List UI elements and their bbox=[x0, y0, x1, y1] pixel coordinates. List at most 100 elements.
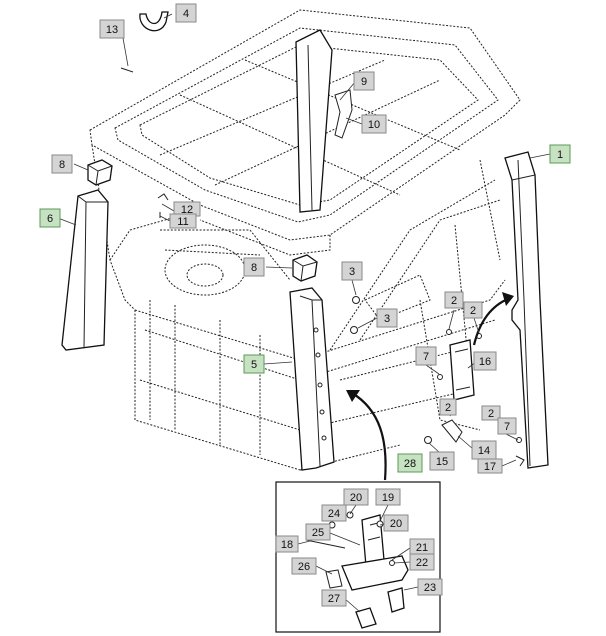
callout-box bbox=[383, 514, 409, 532]
callout-4: 4 bbox=[175, 3, 197, 23]
callout-6: 6 bbox=[39, 208, 61, 228]
callout-box bbox=[51, 154, 73, 174]
callout-label: 27 bbox=[328, 593, 340, 605]
callout-box bbox=[397, 453, 423, 473]
callout-box bbox=[99, 19, 125, 39]
callout-25: 25 bbox=[305, 523, 331, 541]
callout-9: 9 bbox=[353, 71, 375, 91]
callout-2-d: 2 bbox=[481, 405, 501, 421]
callout-label: 2 bbox=[451, 295, 457, 307]
callout-label: 9 bbox=[361, 76, 367, 88]
callout-2-b: 2 bbox=[463, 301, 483, 319]
callout-label: 25 bbox=[312, 527, 324, 539]
callout-label: 22 bbox=[416, 557, 428, 569]
callout-box bbox=[415, 346, 437, 366]
callout-label: 26 bbox=[298, 561, 310, 573]
callout-label: 8 bbox=[251, 262, 257, 274]
callout-label: 7 bbox=[423, 351, 429, 363]
callout-label: 20 bbox=[390, 518, 402, 530]
callout-box bbox=[444, 291, 464, 309]
callout-14: 14 bbox=[471, 440, 497, 460]
callout-box bbox=[305, 523, 331, 541]
callout-label: 17 bbox=[484, 461, 496, 473]
callout-box bbox=[549, 144, 571, 164]
callout-box bbox=[439, 398, 457, 416]
callout-11: 11 bbox=[169, 213, 197, 229]
callout-box bbox=[353, 71, 375, 91]
callout-label: 2 bbox=[445, 402, 451, 414]
callout-20-a: 20 bbox=[343, 488, 369, 506]
cab-lower-body bbox=[91, 144, 506, 471]
callout-label: 19 bbox=[382, 492, 394, 504]
callout-26: 26 bbox=[291, 557, 317, 575]
arrow-to-detail bbox=[346, 390, 387, 481]
detail-inset-box bbox=[275, 481, 441, 633]
callout-2-c: 2 bbox=[439, 398, 457, 416]
callout-22: 22 bbox=[409, 553, 435, 571]
callout-label: 5 bbox=[251, 359, 257, 371]
callout-13: 13 bbox=[99, 19, 125, 39]
callout-16: 16 bbox=[473, 351, 497, 371]
callout-1: 1 bbox=[549, 144, 571, 164]
callout-box bbox=[343, 488, 369, 506]
callout-8-upper: 8 bbox=[51, 154, 73, 174]
callout-label: 18 bbox=[281, 539, 293, 551]
callout-5: 5 bbox=[243, 354, 265, 374]
callout-label: 3 bbox=[349, 266, 355, 278]
leader-lines bbox=[57, 13, 551, 613]
part-5-center-post bbox=[289, 287, 335, 471]
callout-box bbox=[243, 354, 265, 374]
part-6-left-trim bbox=[61, 189, 109, 351]
part-4-clip bbox=[139, 11, 169, 32]
callout-28: 28 bbox=[397, 453, 423, 473]
part-1-right-trim bbox=[504, 151, 549, 469]
callout-7-upper: 7 bbox=[415, 346, 437, 366]
callout-label: 4 bbox=[183, 8, 189, 20]
part-8-cap-upper bbox=[87, 159, 113, 186]
callout-box bbox=[409, 553, 435, 571]
callout-label: 20 bbox=[350, 492, 362, 504]
callout-23: 23 bbox=[417, 578, 443, 596]
callout-box bbox=[361, 114, 387, 134]
callout-21: 21 bbox=[409, 538, 435, 556]
callout-box bbox=[417, 578, 443, 596]
callout-box bbox=[429, 451, 455, 471]
callout-box bbox=[477, 458, 503, 474]
callout-label: 7 bbox=[504, 421, 510, 433]
callout-7-lower: 7 bbox=[497, 417, 517, 435]
callout-box bbox=[321, 504, 347, 522]
callout-label: 11 bbox=[177, 216, 188, 228]
part-16-bracket bbox=[449, 339, 475, 401]
callout-label: 3 bbox=[384, 313, 390, 325]
callout-label: 12 bbox=[181, 204, 193, 216]
callout-label: 8 bbox=[59, 159, 65, 171]
callout-label: 14 bbox=[478, 445, 490, 457]
callout-label: 28 bbox=[404, 458, 416, 470]
callout-label: 16 bbox=[479, 356, 491, 368]
callout-label: 13 bbox=[106, 24, 118, 36]
callout-box bbox=[376, 308, 398, 328]
callout-box bbox=[275, 535, 299, 553]
callout-20-b: 20 bbox=[383, 514, 409, 532]
arrow-to-part-1 bbox=[472, 292, 514, 346]
callout-18: 18 bbox=[275, 535, 299, 553]
callout-box bbox=[341, 261, 363, 281]
callout-17: 17 bbox=[477, 458, 503, 474]
callout-box bbox=[321, 589, 347, 607]
callout-box bbox=[481, 405, 501, 421]
callout-box bbox=[463, 301, 483, 319]
callout-box bbox=[497, 417, 517, 435]
callout-box bbox=[169, 213, 197, 229]
hardware-nuts bbox=[157, 193, 525, 467]
part-13-pin bbox=[120, 67, 134, 73]
callout-box bbox=[243, 257, 265, 277]
callout-box bbox=[39, 208, 61, 228]
callout-19: 19 bbox=[375, 488, 401, 506]
callout-label: 24 bbox=[328, 508, 340, 520]
callout-label: 6 bbox=[47, 213, 53, 225]
callout-24: 24 bbox=[321, 504, 347, 522]
callout-3-lower: 3 bbox=[376, 308, 398, 328]
callout-box bbox=[175, 3, 197, 23]
part-8-cap-lower bbox=[292, 254, 318, 282]
callout-3-upper: 3 bbox=[341, 261, 363, 281]
